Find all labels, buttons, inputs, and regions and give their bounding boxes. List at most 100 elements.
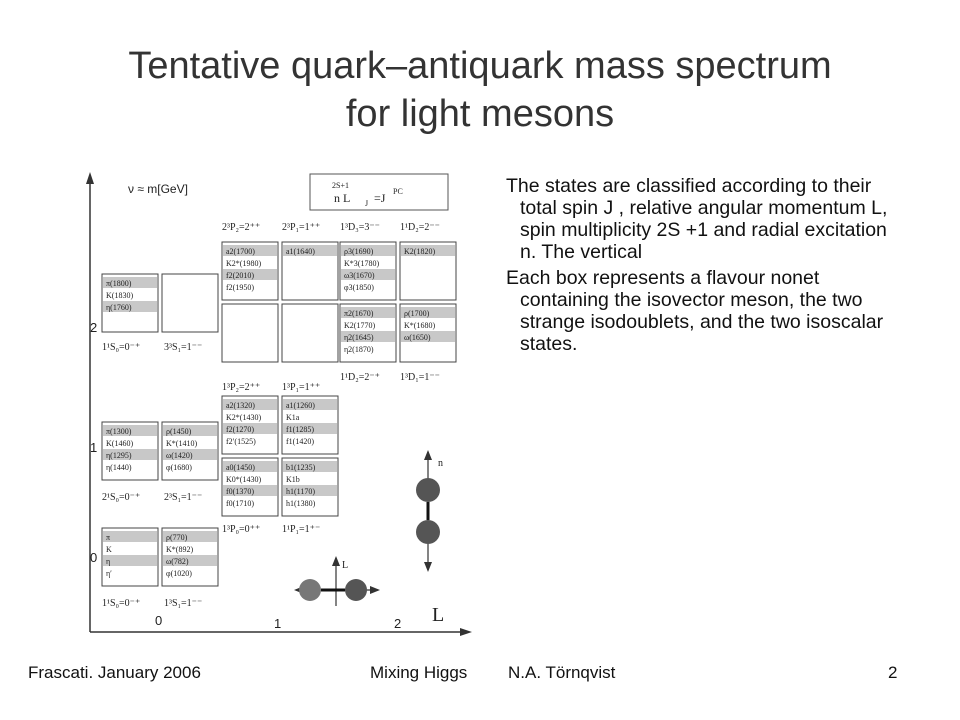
state-shade [163, 449, 217, 460]
meson-state: f1(1420) [286, 437, 314, 446]
body-paragraph-2: Each box represents a flavour nonet cont… [506, 267, 884, 355]
state-shade [283, 485, 337, 496]
x-axis-label: L [432, 604, 444, 626]
quantum-label: 1¹D₂=2⁻⁺ [340, 372, 380, 383]
state-shade [103, 555, 157, 566]
state-shade [103, 531, 157, 542]
nonet-box [221, 303, 279, 363]
state-shade [341, 269, 395, 280]
svg-text:n L: n L [334, 191, 350, 205]
state-shade [103, 301, 157, 312]
quantum-label: 2¹S₀=0⁻⁺ [102, 492, 140, 503]
n-arrow-label: n [438, 458, 443, 469]
x-tick-0: 0 [155, 613, 162, 628]
quantum-label: 2³P₂=2⁺⁺ [222, 222, 260, 233]
meson-state: a1(1640) [286, 247, 315, 256]
meson-state: a2(1700) [226, 247, 255, 256]
x-axis-arrow [460, 628, 472, 636]
quantum-label: 3³S₁=1⁻⁻ [164, 342, 202, 353]
meson-state: f2(1270) [226, 425, 254, 434]
nonet-box: a1(1640) [281, 241, 339, 301]
meson-state: ρ(1450) [166, 427, 192, 436]
state-shade [103, 425, 157, 436]
slide-title: Tentative quark–antiquark mass spectrum … [40, 42, 920, 138]
meson-state: f0(1710) [226, 499, 254, 508]
quantum-label: 1³P₁=1⁺⁺ [282, 382, 320, 393]
state-shade [283, 423, 337, 434]
svg-text:PC: PC [393, 187, 403, 196]
quantum-number-legend: 2S+1 n L J =J PC [309, 173, 449, 211]
nonet-box: K2(1820) [399, 241, 457, 301]
quantum-label: 1¹D₂=2⁻⁻ [400, 222, 440, 233]
quantum-label: 1³P₀=0⁺⁺ [222, 524, 260, 535]
meson-state: ω(782) [166, 557, 189, 566]
meson-state: K*3(1780) [344, 259, 379, 268]
svg-text:=J: =J [374, 191, 386, 205]
meson-state: K*(1680) [404, 321, 435, 330]
meson-state: η2(1645) [344, 333, 374, 342]
meson-state: a0(1450) [226, 463, 255, 472]
quantum-label: 2³P₁=1⁺⁺ [282, 222, 320, 233]
nonet-box: π2(1670) K2(1770) η2(1645) η2(1870) [339, 303, 397, 363]
footer-event: Mixing Higgs [370, 663, 468, 682]
meson-state: π2(1670) [344, 309, 374, 318]
meson-state: a1(1260) [286, 401, 315, 410]
state-shade [103, 449, 157, 460]
x-tick-1: 1 [274, 616, 281, 631]
meson-state: f0(1370) [226, 487, 254, 496]
meson-state: f1(1285) [286, 425, 314, 434]
title-line-1: Tentative quark–antiquark mass spectrum [128, 45, 832, 87]
x-tick-2: 2 [394, 616, 401, 631]
nonet-box: ρ3(1690)K*3(1780)ω3(1670)φ3(1850) [339, 241, 397, 301]
y-tick-2: 2 [90, 320, 97, 335]
meson-state: η2(1870) [344, 345, 374, 354]
y-axis-arrow [86, 172, 94, 184]
quantum-label: 1³D₃=3⁻⁻ [340, 222, 380, 233]
meson-state: ρ(770) [166, 533, 188, 542]
quantum-label: 1¹S₀=0⁻⁺ [102, 342, 140, 353]
nonet-boxes: πKηη′ρ(770)K*(892)ω(782)φ(1020)π(1300)K(… [101, 241, 457, 587]
meson-state: K1b [286, 475, 300, 484]
state-shade [163, 425, 217, 436]
meson-state: π [106, 533, 110, 542]
meson-state: ρ(1700) [404, 309, 430, 318]
state-shade [223, 269, 277, 280]
meson-state: ω(1420) [166, 451, 193, 460]
quantum-label: 1³S₁=1⁻⁻ [164, 598, 202, 609]
state-shade [283, 399, 337, 410]
meson-state: ρ3(1690) [344, 247, 374, 256]
state-shade [341, 307, 395, 318]
y-tick-0: 0 [90, 550, 97, 565]
quantum-label: 1¹S₀=0⁻⁺ [102, 598, 140, 609]
quantum-label: 1¹P₁=1⁺⁻ [282, 524, 320, 535]
svg-text:2S+1: 2S+1 [332, 181, 349, 190]
state-shade [223, 245, 277, 256]
meson-state: φ(1020) [166, 569, 192, 578]
state-shade [401, 245, 455, 256]
y-tick-1: 1 [90, 440, 97, 455]
state-shade [283, 461, 337, 472]
meson-state: η(1760) [106, 303, 132, 312]
L-arrow-label: L [342, 560, 348, 571]
footer-date: Frascati. January 2006 [28, 663, 201, 682]
meson-state: f2(2010) [226, 271, 254, 280]
meson-state: η(1295) [106, 451, 132, 460]
quantum-label: 2³S₁=1⁻⁻ [164, 492, 202, 503]
nonet-box: π(1800)K(1830)η(1760) [101, 273, 159, 333]
state-shade [163, 555, 217, 566]
meson-state: K(1830) [106, 291, 133, 300]
meson-state: a2(1320) [226, 401, 255, 410]
footer-page-number: 2 [888, 663, 898, 682]
nonet-box: ρ(1450)K*(1410)ω(1420)φ(1680) [161, 421, 219, 481]
meson-state: K(1460) [106, 439, 133, 448]
meson-state: f2(1950) [226, 283, 254, 292]
body-paragraph-1: The states are classified according to t… [506, 175, 888, 263]
state-shade [401, 331, 455, 342]
meson-state: K2(1770) [344, 321, 375, 330]
meson-state: K2(1820) [404, 247, 435, 256]
nonet-box [281, 303, 339, 363]
nonet-box: a2(1700)K2*(1980)f2(2010)f2(1950) [221, 241, 279, 301]
state-shade [103, 277, 157, 288]
